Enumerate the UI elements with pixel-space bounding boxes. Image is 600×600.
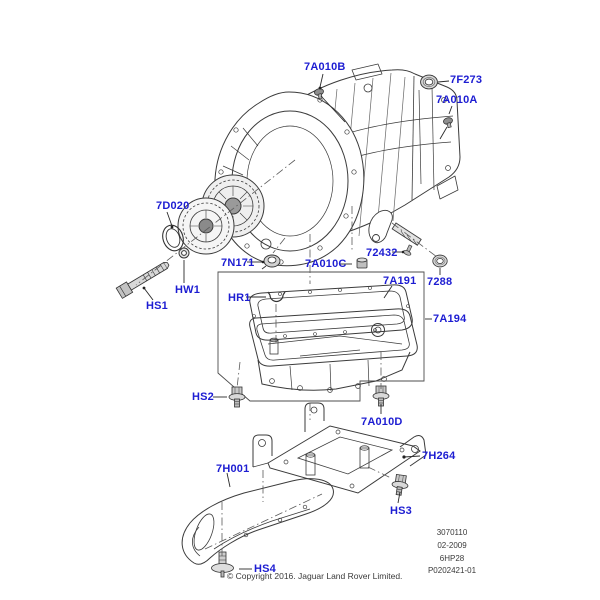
- part-label-hs1[interactable]: HS1: [146, 300, 168, 312]
- part-label-7a010b[interactable]: 7A010B: [304, 61, 346, 73]
- part-label-7a010a[interactable]: 7A010A: [436, 94, 478, 106]
- part-label-7a194[interactable]: 7A194: [433, 313, 467, 325]
- catalog-number: 3070110: [436, 528, 468, 537]
- part-label-7f273[interactable]: 7F273: [450, 74, 483, 86]
- part-label-7288[interactable]: 7288: [427, 276, 453, 288]
- transmission-code: 6HP28: [439, 553, 465, 563]
- grommet-7f273: [420, 74, 438, 90]
- reference-code-block: 3070110 02-2009 6HP28 P0202421-01: [413, 527, 491, 578]
- support-bracket-drawing: [252, 402, 427, 494]
- leader-lines: [142, 73, 453, 570]
- drawing-number: P0202421-01: [427, 566, 477, 576]
- part-label-7d020[interactable]: 7D020: [156, 200, 190, 212]
- copyright-notice: © Copyright 2016. Jaguar Land Rover Limi…: [227, 571, 403, 581]
- oil-pan-callout-box: [217, 271, 425, 402]
- part-label-7h001[interactable]: 7H001: [216, 463, 250, 475]
- part-label-7a010d[interactable]: 7A010D: [361, 416, 403, 428]
- part-label-7a191[interactable]: 7A191: [383, 275, 417, 287]
- part-label-7a010c[interactable]: 7A010C: [305, 258, 347, 270]
- washer-hw1: [178, 247, 190, 259]
- seal-7n171: [261, 254, 281, 270]
- part-label-hs2[interactable]: HS2: [192, 391, 214, 403]
- date-code: 02-2009: [437, 540, 467, 550]
- part-label-hw1[interactable]: HW1: [175, 284, 201, 296]
- seal-ring-7d020: [162, 224, 184, 252]
- centerlines: [135, 159, 438, 556]
- part-label-hs4[interactable]: HS4: [254, 563, 276, 575]
- clip-hr1: [267, 291, 286, 303]
- part-label-72432[interactable]: 72432: [366, 247, 398, 259]
- pan-gasket-drawing: [249, 284, 413, 341]
- part-label-hr1[interactable]: HR1: [228, 292, 251, 304]
- push-pin-hs4: [211, 551, 234, 578]
- heat-shield-drawing: [181, 478, 334, 565]
- transmission-case-drawing: [214, 63, 461, 267]
- part-label-hs3[interactable]: HS3: [390, 505, 412, 517]
- nut-7a010c: [356, 257, 368, 269]
- part-label-7n171[interactable]: 7N171: [221, 257, 255, 269]
- oil-pan-drawing: [249, 308, 418, 393]
- grommet-7288: [432, 254, 448, 268]
- bolt-hs2: [228, 386, 246, 408]
- clutch-disc-drawing: [177, 174, 265, 255]
- part-label-7h264[interactable]: 7H264: [422, 450, 456, 462]
